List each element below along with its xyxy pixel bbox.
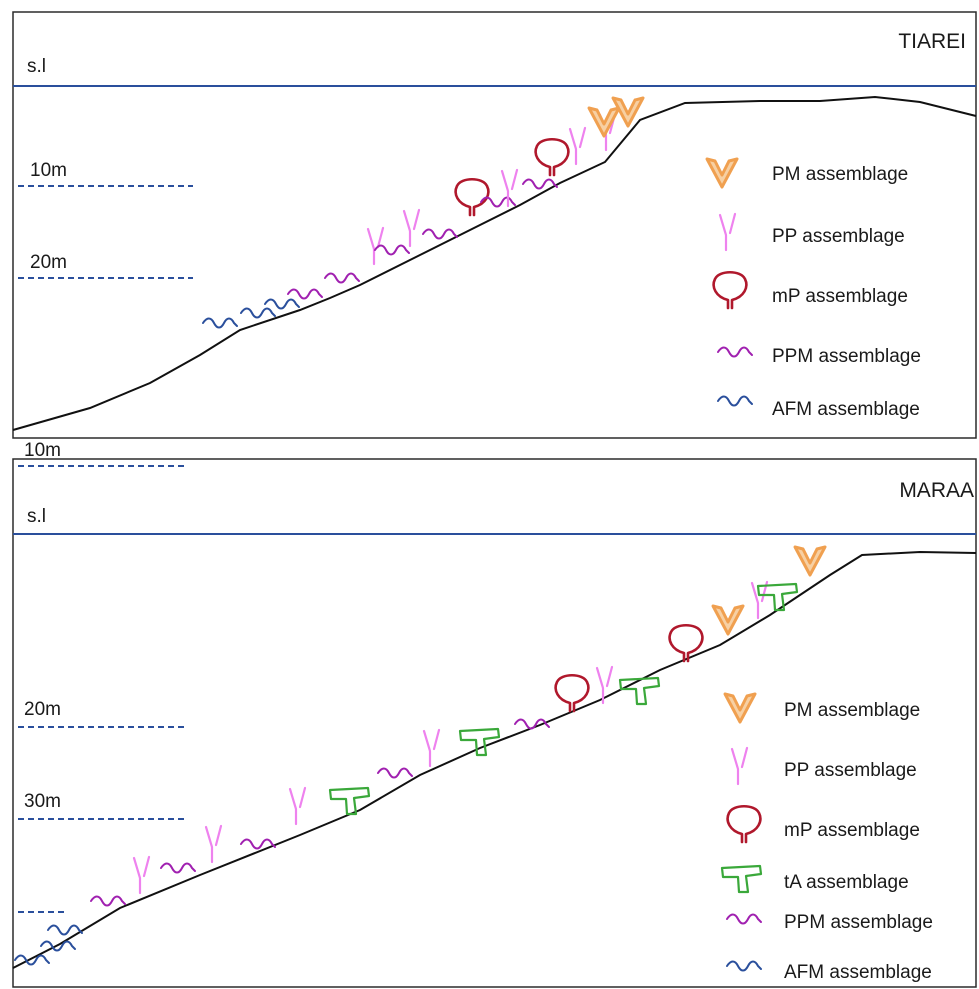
legend-label-mp: mP assemblage — [784, 820, 920, 841]
legend-label-ppm: PPM assemblage — [784, 912, 933, 933]
panel-frame — [12, 458, 977, 988]
panel-maraa: MARAA s.l 10m 20m 30m — [12, 440, 977, 988]
sea-level-label: s.l — [27, 56, 46, 77]
seafloor-profile — [12, 95, 977, 431]
legend-label-mp: mP assemblage — [772, 286, 908, 307]
panel-frame — [12, 11, 977, 439]
seafloor-profile — [12, 550, 977, 969]
panel-title: TIAREI — [898, 30, 966, 53]
legend: PM assemblage PP assemblage mP assemblag… — [705, 157, 921, 420]
depth-label-20m: 20m — [24, 699, 61, 720]
depth-label-20m: 20m — [30, 252, 67, 273]
panel-tiarei: TIAREI s.l 10m 20m PM assemblage — [12, 11, 977, 439]
legend-label-afm: AFM assemblage — [784, 962, 932, 983]
legend-label-pp: PP assemblage — [784, 760, 917, 781]
legend-label-pm: PM assemblage — [784, 700, 920, 721]
legend-label-pp: PP assemblage — [772, 226, 905, 247]
legend: PM assemblage PP assemblage mP assemblag… — [720, 692, 933, 983]
legend-label-ta: tA assemblage — [784, 872, 909, 893]
legend-label-pm: PM assemblage — [772, 164, 908, 185]
panel-title: MARAA — [899, 479, 974, 502]
sea-level-label: s.l — [27, 506, 46, 527]
legend-label-ppm: PPM assemblage — [772, 346, 921, 367]
depth-label-30m: 30m — [24, 791, 61, 812]
legend-label-afm: AFM assemblage — [772, 399, 920, 420]
depth-label-10m: 10m — [24, 440, 61, 461]
depth-label-10m: 10m — [30, 160, 67, 181]
